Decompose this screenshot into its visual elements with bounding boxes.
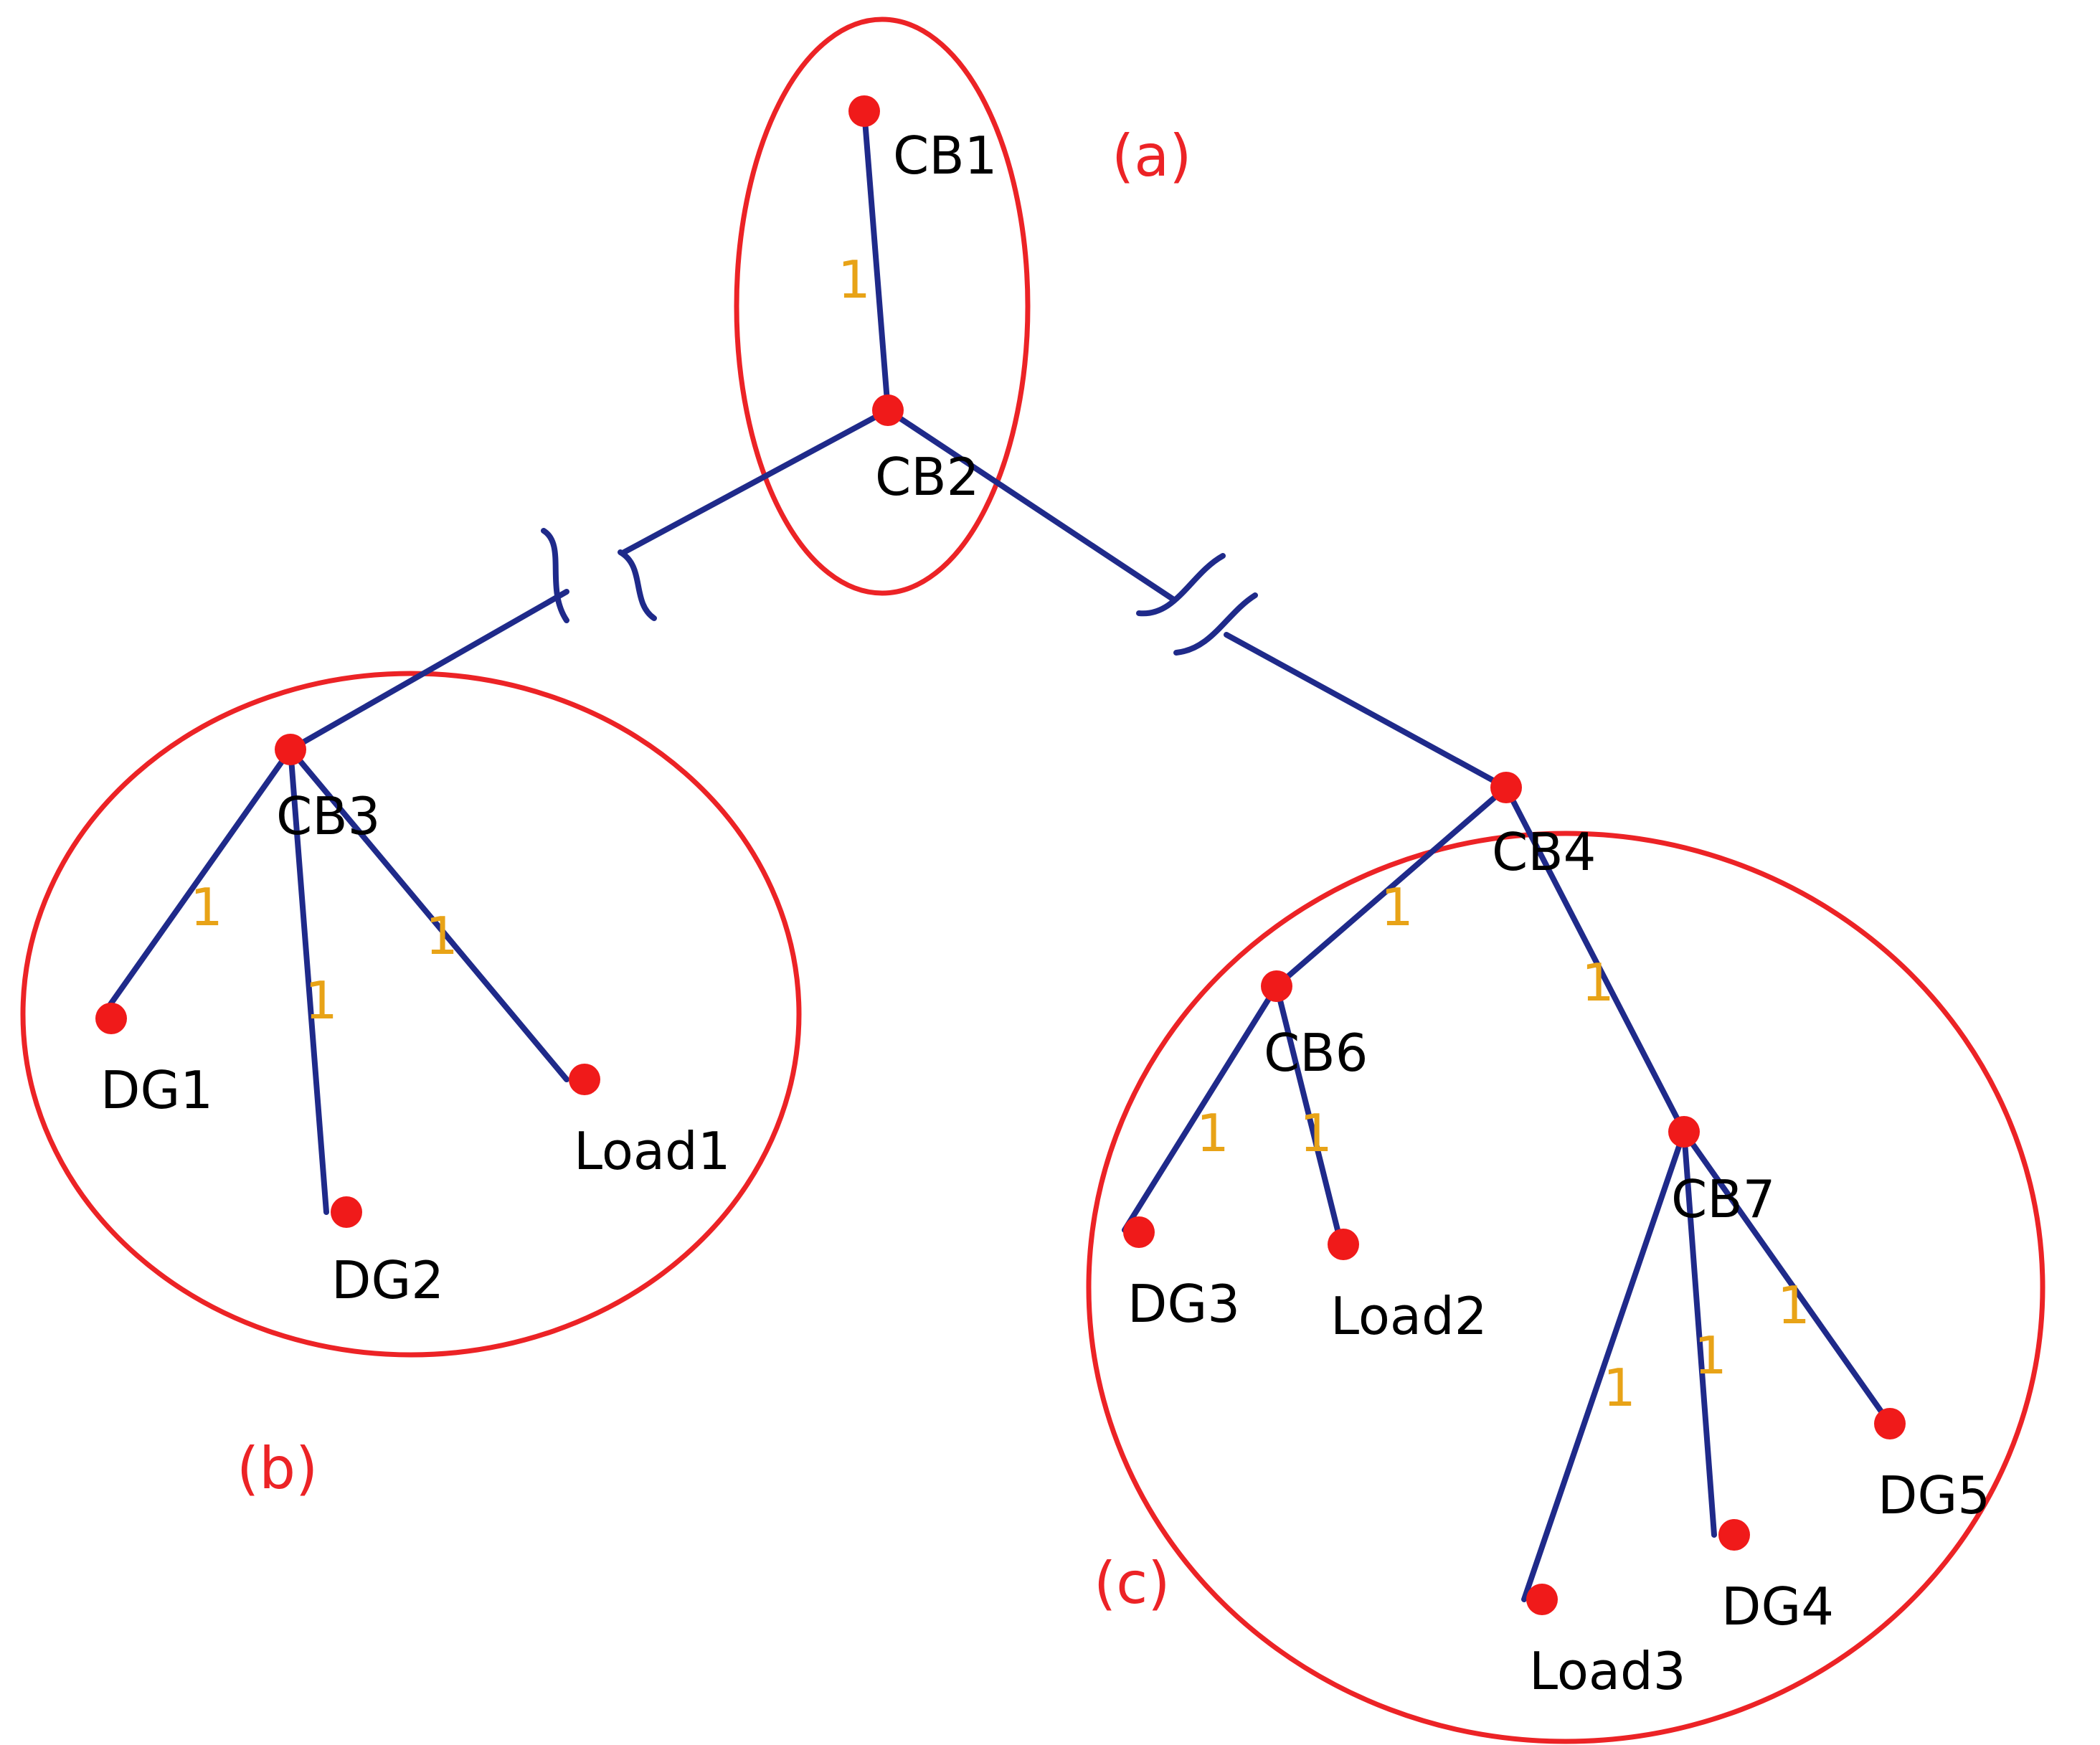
node-CB2: [872, 394, 904, 426]
label-CB1: CB1: [893, 126, 997, 186]
label-Load1: Load1: [574, 1121, 731, 1181]
label-CB6: CB6: [1264, 1023, 1368, 1083]
node-DG5: [1874, 1408, 1906, 1439]
weight-CB4-CB7: 1: [1581, 952, 1614, 1013]
weight-CB3-DG2: 1: [305, 970, 338, 1031]
region-label-a: (a): [1112, 123, 1191, 189]
node-DG4: [1718, 1519, 1750, 1551]
label-CB7: CB7: [1671, 1169, 1775, 1229]
edge-CB2-CB3-upper: [621, 407, 891, 555]
label-CB4: CB4: [1492, 822, 1596, 882]
region-label-c: (c): [1094, 1550, 1170, 1617]
edge-CB7-Load3: [1521, 1129, 1687, 1602]
label-CB2: CB2: [875, 447, 979, 507]
label-Load2: Load2: [1330, 1286, 1488, 1346]
label-DG4: DG4: [1721, 1576, 1834, 1637]
break-mark-left-2: [618, 549, 657, 621]
node-DG2: [331, 1196, 362, 1228]
weight-CB6-Load2: 1: [1300, 1103, 1333, 1163]
node-CB4: [1490, 772, 1522, 803]
label-DG5: DG5: [1878, 1465, 1990, 1526]
node-Load3: [1526, 1584, 1558, 1615]
label-DG3: DG3: [1127, 1274, 1240, 1334]
region-label-b: (b): [237, 1435, 318, 1502]
weight-CB3-DG1: 1: [190, 877, 223, 937]
weight-CB7-Load3: 1: [1603, 1358, 1636, 1418]
region-a-ellipse: [734, 16, 1031, 596]
region-c-ellipse: [1086, 831, 2045, 1744]
break-mark-right: [1136, 553, 1258, 656]
edge-CB6-Load2: [1274, 983, 1344, 1247]
weight-CB7-DG5: 1: [1777, 1275, 1810, 1335]
node-CB1: [848, 95, 880, 127]
label-DG1: DG1: [100, 1060, 213, 1120]
edge-CB2-CB4-lower: [1224, 632, 1509, 790]
edge-CB3-DG2: [288, 747, 329, 1215]
node-Load2: [1328, 1229, 1359, 1260]
edge-CB2-CB4-upper: [885, 407, 1176, 602]
weight-CB3-Load1: 1: [425, 906, 458, 966]
edge-CB1-CB2: [861, 108, 891, 413]
edge-CB3-Load1: [288, 747, 569, 1082]
edge-CB7-DG5: [1681, 1129, 1893, 1427]
edge-CB3-DG1: [98, 747, 293, 1021]
node-CB3: [275, 734, 306, 765]
label-DG2: DG2: [331, 1250, 444, 1310]
node-CB6: [1261, 970, 1292, 1002]
node-DG3: [1123, 1216, 1155, 1248]
edge-CB2-CB3-lower: [288, 589, 569, 752]
weight-CB1-CB2: 1: [838, 250, 871, 310]
weight-CB7-DG4: 1: [1694, 1325, 1727, 1386]
break-mark-left-1: [541, 528, 569, 623]
label-Load3: Load3: [1529, 1641, 1686, 1701]
edge-CB6-DG3: [1122, 983, 1280, 1233]
region-b-ellipse: [20, 671, 802, 1358]
label-CB3: CB3: [276, 786, 380, 846]
node-DG1: [95, 1003, 127, 1034]
edge-CB4-CB6: [1274, 785, 1509, 989]
node-CB7: [1668, 1116, 1700, 1148]
edge-CB7-DG4: [1681, 1129, 1717, 1538]
edge-CB4-CB7: [1503, 785, 1687, 1135]
weight-CB6-DG3: 1: [1196, 1103, 1229, 1163]
node-Load1: [569, 1064, 600, 1095]
weight-CB4-CB6: 1: [1381, 877, 1414, 937]
